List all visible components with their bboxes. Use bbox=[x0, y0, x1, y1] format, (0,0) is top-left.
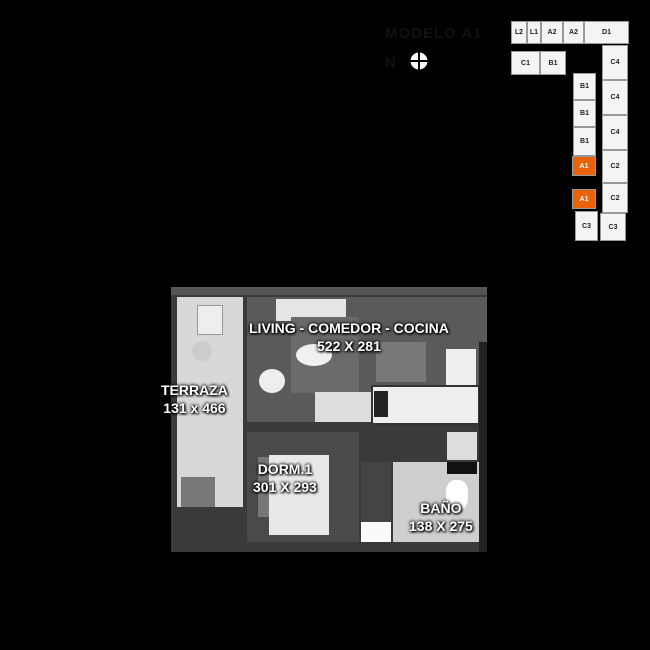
unit-c4[interactable]: C4 bbox=[602, 115, 628, 150]
toilet bbox=[446, 480, 468, 510]
unit-c1[interactable]: C1 bbox=[511, 51, 540, 75]
bano-label: BAÑO 138 X 275 bbox=[409, 499, 473, 535]
unit-d1[interactable]: D1 bbox=[584, 21, 629, 44]
unit-b1[interactable]: B1 bbox=[573, 73, 596, 100]
room-dims: 522 X 281 bbox=[317, 338, 381, 354]
coffee-table bbox=[296, 344, 332, 366]
compass-icon bbox=[408, 50, 430, 72]
unit-a2[interactable]: A2 bbox=[541, 21, 563, 44]
washer bbox=[181, 477, 215, 507]
unit-c4[interactable]: C4 bbox=[602, 80, 628, 115]
room-name: TERRAZA bbox=[161, 382, 228, 398]
room-name: DORM.1 bbox=[257, 461, 313, 477]
unit-b1[interactable]: B1 bbox=[540, 51, 566, 75]
bed bbox=[269, 455, 329, 535]
terrace-table bbox=[192, 341, 212, 361]
closet-shelf bbox=[361, 522, 391, 542]
model-title: MODELO A1 bbox=[385, 25, 483, 42]
room-dims: 301 X 293 bbox=[253, 479, 317, 495]
dining-table bbox=[376, 342, 426, 382]
north-label: N bbox=[385, 54, 396, 71]
apartment-floor-plan: LIVING - COMEDOR - COCINA 522 X 281 TERR… bbox=[161, 287, 487, 552]
stove bbox=[374, 391, 388, 417]
unit-l1[interactable]: L1 bbox=[527, 21, 541, 44]
unit-c2[interactable]: C2 bbox=[602, 183, 628, 213]
unit-a1-selected[interactable]: A1 bbox=[572, 156, 596, 176]
unit-c3[interactable]: C3 bbox=[575, 211, 598, 241]
unit-c3[interactable]: C3 bbox=[600, 213, 626, 241]
dorm-label: DORM.1 301 X 293 bbox=[253, 460, 317, 496]
terraza-label: TERRAZA 131 x 466 bbox=[161, 381, 228, 417]
terrace-chair bbox=[197, 305, 223, 335]
kitchen-island bbox=[371, 385, 480, 425]
unit-a2[interactable]: A2 bbox=[563, 21, 584, 44]
sofa bbox=[276, 299, 346, 321]
unit-b1[interactable]: B1 bbox=[573, 100, 596, 127]
armchair bbox=[259, 369, 285, 393]
room-dims: 131 x 466 bbox=[163, 400, 226, 416]
room-name: LIVING - COMEDOR - COCINA bbox=[249, 320, 449, 336]
wall bbox=[171, 287, 487, 295]
kitchen-counter bbox=[446, 349, 476, 389]
wall bbox=[479, 342, 487, 552]
sink bbox=[447, 432, 477, 460]
unit-c4[interactable]: C4 bbox=[602, 45, 628, 80]
room-dims: 138 X 275 bbox=[409, 518, 473, 534]
unit-b1[interactable]: B1 bbox=[573, 127, 596, 156]
bathroom-niche bbox=[447, 462, 477, 474]
unit-a1-selected[interactable]: A1 bbox=[572, 189, 596, 209]
room-name: BAÑO bbox=[420, 500, 462, 516]
tv-unit bbox=[315, 392, 371, 422]
living-label: LIVING - COMEDOR - COCINA 522 X 281 bbox=[249, 319, 449, 355]
unit-c2[interactable]: C2 bbox=[602, 150, 628, 183]
unit-l2[interactable]: L2 bbox=[511, 21, 527, 44]
